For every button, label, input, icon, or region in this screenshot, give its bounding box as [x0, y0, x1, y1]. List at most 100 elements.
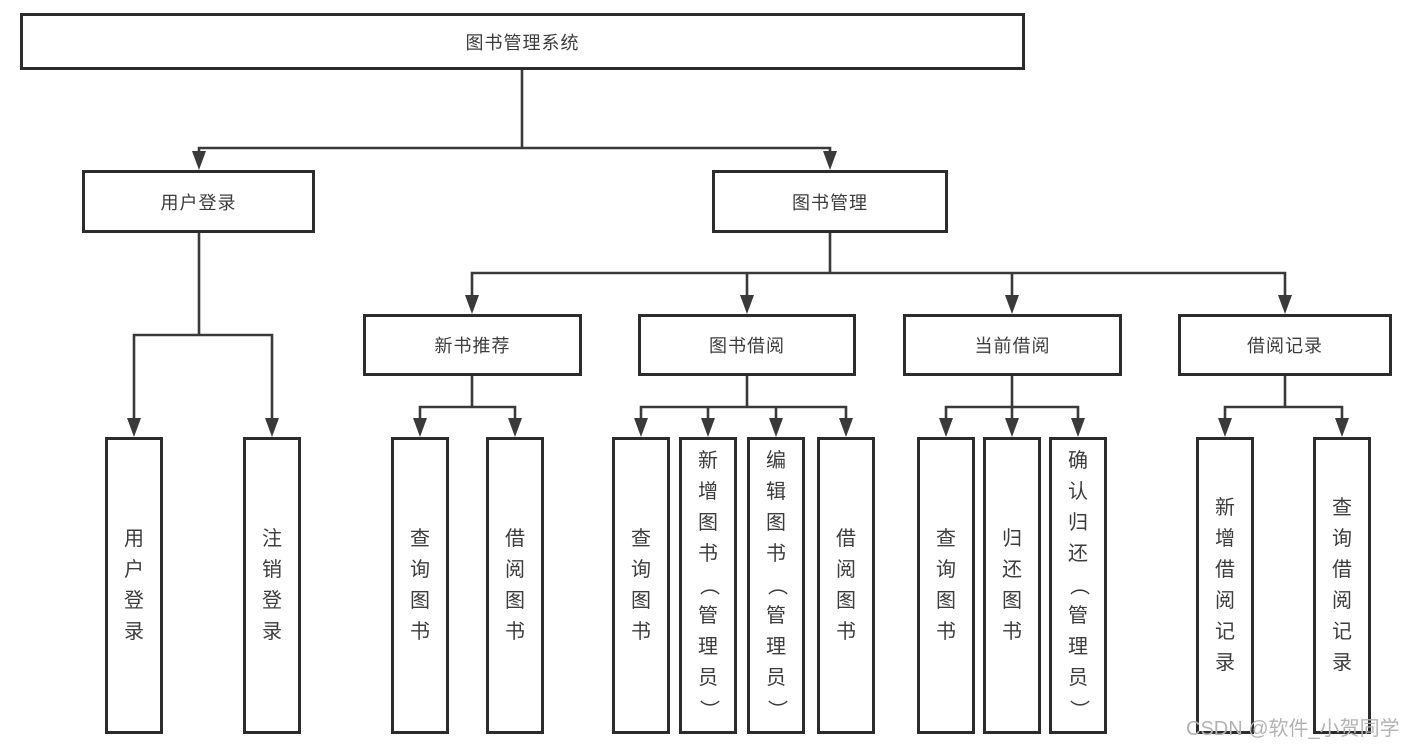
vertical-char: 员 [766, 667, 786, 689]
vertical-char: 还 [1068, 543, 1088, 565]
node-label: 图书管理 [792, 192, 868, 213]
vertical-char: 增 [698, 481, 718, 503]
node-label: 当前借阅 [974, 336, 1051, 356]
vertical-char: 录 [262, 620, 282, 643]
node-new-book-recommend: 新书推荐 [363, 314, 582, 376]
leaf-borrow-books-recommend: 借阅图书 [486, 437, 544, 734]
vertical-char: 管 [766, 605, 786, 627]
vertical-char: 记 [1215, 620, 1235, 643]
node-borrowing-records: 借阅记录 [1178, 314, 1392, 376]
node-book-management: 图书管理 [712, 170, 948, 233]
node-label: 新书推荐 [434, 336, 511, 356]
vertical-char: 书 [936, 620, 956, 643]
vertical-char: 书 [836, 620, 856, 643]
vertical-char: 书 [1002, 620, 1022, 643]
vertical-char: 认 [1068, 481, 1088, 503]
vertical-char: 录 [1215, 651, 1235, 674]
node-label: 用户登录 [160, 192, 237, 213]
vertical-char: 销 [262, 558, 282, 581]
vertical-char: 书 [631, 620, 651, 643]
vertical-char: 新 [1215, 496, 1235, 519]
node-label: 借阅图书 [489, 524, 541, 648]
vertical-char: 借 [836, 527, 856, 550]
vertical-char: 记 [1332, 620, 1352, 643]
leaf-edit-books-admin: 编辑图书（管理员） [747, 437, 805, 734]
node-label: 图书借阅 [709, 336, 785, 356]
vertical-char: 员 [698, 667, 718, 689]
leaf-return-books: 归还图书 [983, 437, 1041, 734]
vertical-char: 理 [766, 636, 786, 658]
node-library-management-system: 图书管理系统 [20, 13, 1025, 70]
vertical-char: （ [1067, 575, 1090, 596]
node-label: 注销登录 [246, 524, 298, 648]
node-book-borrowing: 图书借阅 [638, 314, 856, 376]
vertical-char: 理 [698, 636, 718, 658]
vertical-char: 阅 [1215, 589, 1235, 612]
vertical-char: 归 [1068, 512, 1088, 534]
vertical-char: 图 [505, 589, 525, 612]
vertical-char: 图 [1002, 589, 1022, 612]
vertical-char: ） [1067, 699, 1090, 720]
leaf-query-books-recommend: 查询图书 [391, 437, 449, 734]
node-label: 确认归还（管理员） [1052, 446, 1104, 725]
leaf-user-login: 用户登录 [105, 437, 163, 734]
vertical-char: 书 [766, 543, 786, 565]
vertical-char: 查 [410, 527, 430, 550]
leaf-query-borrow-record: 查询借阅记录 [1313, 437, 1371, 734]
vertical-char: 询 [936, 558, 956, 581]
vertical-char: （ [765, 575, 788, 596]
vertical-char: 还 [1002, 558, 1022, 581]
vertical-char: 阅 [505, 558, 525, 581]
vertical-char: 图 [631, 589, 651, 612]
vertical-char: ） [697, 699, 720, 720]
vertical-char: 书 [505, 620, 525, 643]
node-label: 查询借阅记录 [1316, 493, 1368, 679]
vertical-char: 借 [1332, 558, 1352, 581]
vertical-char: 图 [698, 512, 718, 534]
vertical-char: 询 [1332, 527, 1352, 550]
node-label: 查询图书 [920, 524, 972, 648]
node-user-login-branch: 用户登录 [82, 170, 315, 233]
vertical-char: 询 [410, 558, 430, 581]
vertical-char: 查 [631, 527, 651, 550]
leaf-logout: 注销登录 [243, 437, 301, 734]
node-label: 查询图书 [394, 524, 446, 648]
vertical-char: 图 [836, 589, 856, 612]
vertical-char: 户 [124, 558, 144, 581]
vertical-char: 书 [698, 543, 718, 565]
vertical-char: 辑 [766, 481, 786, 503]
vertical-char: 增 [1215, 527, 1235, 550]
vertical-char: 管 [698, 605, 718, 627]
vertical-char: 查 [936, 527, 956, 550]
vertical-char: 录 [1332, 651, 1352, 674]
vertical-char: 借 [1215, 558, 1235, 581]
vertical-char: 图 [936, 589, 956, 612]
leaf-add-borrow-record: 新增借阅记录 [1196, 437, 1254, 734]
vertical-char: 图 [766, 512, 786, 534]
vertical-char: 员 [1068, 667, 1088, 689]
vertical-char: 新 [698, 450, 718, 472]
vertical-char: 查 [1332, 496, 1352, 519]
vertical-char: （ [697, 575, 720, 596]
node-label: 新增借阅记录 [1199, 493, 1251, 679]
vertical-char: 管 [1068, 605, 1088, 627]
node-label: 查询图书 [615, 524, 667, 648]
node-label: 编辑图书（管理员） [750, 446, 802, 725]
vertical-char: 归 [1002, 527, 1022, 550]
vertical-char: 阅 [836, 558, 856, 581]
vertical-char: 理 [1068, 636, 1088, 658]
watermark: CSDN @软件_小贺同学 [1186, 718, 1400, 740]
vertical-char: 阅 [1332, 589, 1352, 612]
vertical-char: 注 [262, 527, 282, 550]
node-label: 借阅记录 [1247, 336, 1323, 356]
vertical-char: 登 [262, 589, 282, 612]
vertical-char: 登 [124, 589, 144, 612]
node-label: 借阅图书 [820, 524, 872, 648]
leaf-borrow-books-borrowing: 借阅图书 [817, 437, 875, 734]
node-label: 图书管理系统 [465, 32, 580, 53]
vertical-char: 询 [631, 558, 651, 581]
leaf-query-books-borrowing: 查询图书 [612, 437, 670, 734]
vertical-char: 用 [124, 527, 144, 550]
